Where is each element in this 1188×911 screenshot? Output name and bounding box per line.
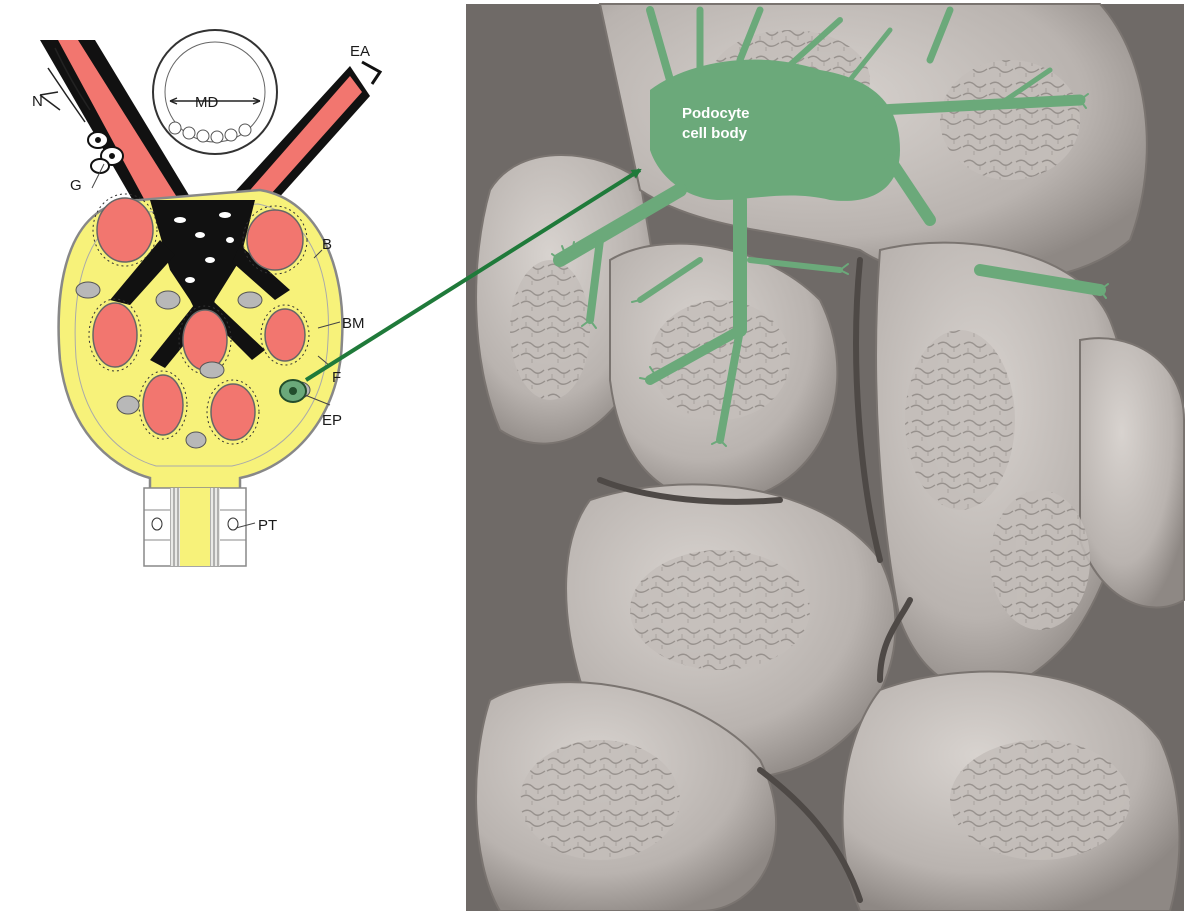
proximal-tubule (144, 488, 246, 566)
label-g: G (70, 177, 82, 194)
label-md: MD (195, 94, 218, 111)
label-f: F (332, 369, 341, 386)
label-ea: EA (350, 43, 370, 60)
macula-densa-tubule (153, 30, 277, 154)
label-b: B (322, 236, 332, 253)
label-ep: EP (322, 412, 342, 429)
epithelial-podocyte-highlight (280, 380, 306, 402)
label-bm: BM (342, 315, 365, 332)
label-pt: PT (258, 517, 277, 534)
glomerulus-schematic: N G MD EA B BM F EP PT (6, 30, 400, 566)
podocyte-label-line2: cell body (682, 125, 748, 142)
label-n: N (32, 93, 43, 110)
podocyte-label-line1: Podocyte (682, 105, 750, 122)
sem-micrograph: Podocyte cell body (466, 4, 1184, 911)
